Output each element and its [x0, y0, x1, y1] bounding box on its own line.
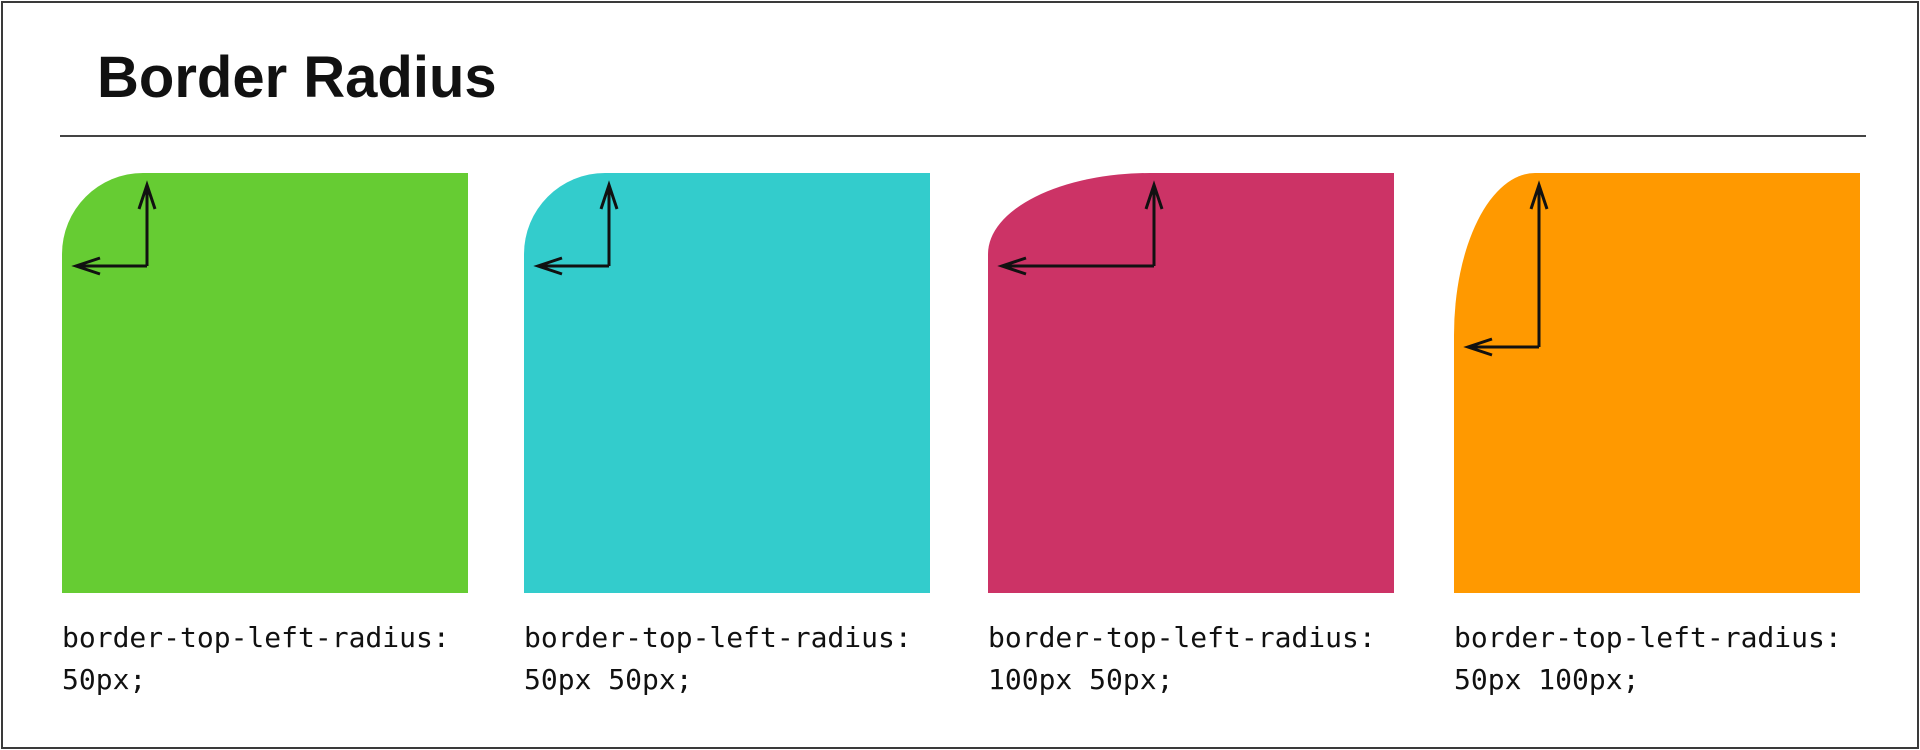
caption-property: border-top-left-radius:	[62, 621, 450, 654]
rounded-box-100px-50px	[988, 173, 1394, 593]
example-50px-50px: border-top-left-radius: 50px 50px;	[524, 173, 944, 696]
example-50px: border-top-left-radius: 50px;	[62, 173, 482, 696]
rounded-box-50px-100px	[1454, 173, 1860, 593]
example-100px-50px: border-top-left-radius: 100px 50px;	[988, 173, 1408, 696]
rounded-box-50px	[62, 173, 468, 593]
caption-50px: border-top-left-radius: 50px;	[62, 617, 450, 701]
caption-50px-50px: border-top-left-radius: 50px 50px;	[524, 617, 912, 701]
rounded-box-50px-50px	[524, 173, 930, 593]
caption-50px-100px: border-top-left-radius: 50px 100px;	[1454, 617, 1842, 701]
page-title: Border Radius	[97, 45, 497, 110]
caption-property: border-top-left-radius:	[1454, 621, 1842, 654]
caption-property: border-top-left-radius:	[988, 621, 1376, 654]
title-divider	[60, 135, 1866, 137]
caption-value: 50px;	[62, 663, 147, 696]
caption-value: 50px 50px;	[524, 663, 693, 696]
caption-value: 50px 100px;	[1454, 663, 1640, 696]
caption-value: 100px 50px;	[988, 663, 1174, 696]
caption-property: border-top-left-radius:	[524, 621, 912, 654]
caption-100px-50px: border-top-left-radius: 100px 50px;	[988, 617, 1376, 701]
example-50px-100px: border-top-left-radius: 50px 100px;	[1454, 173, 1874, 696]
